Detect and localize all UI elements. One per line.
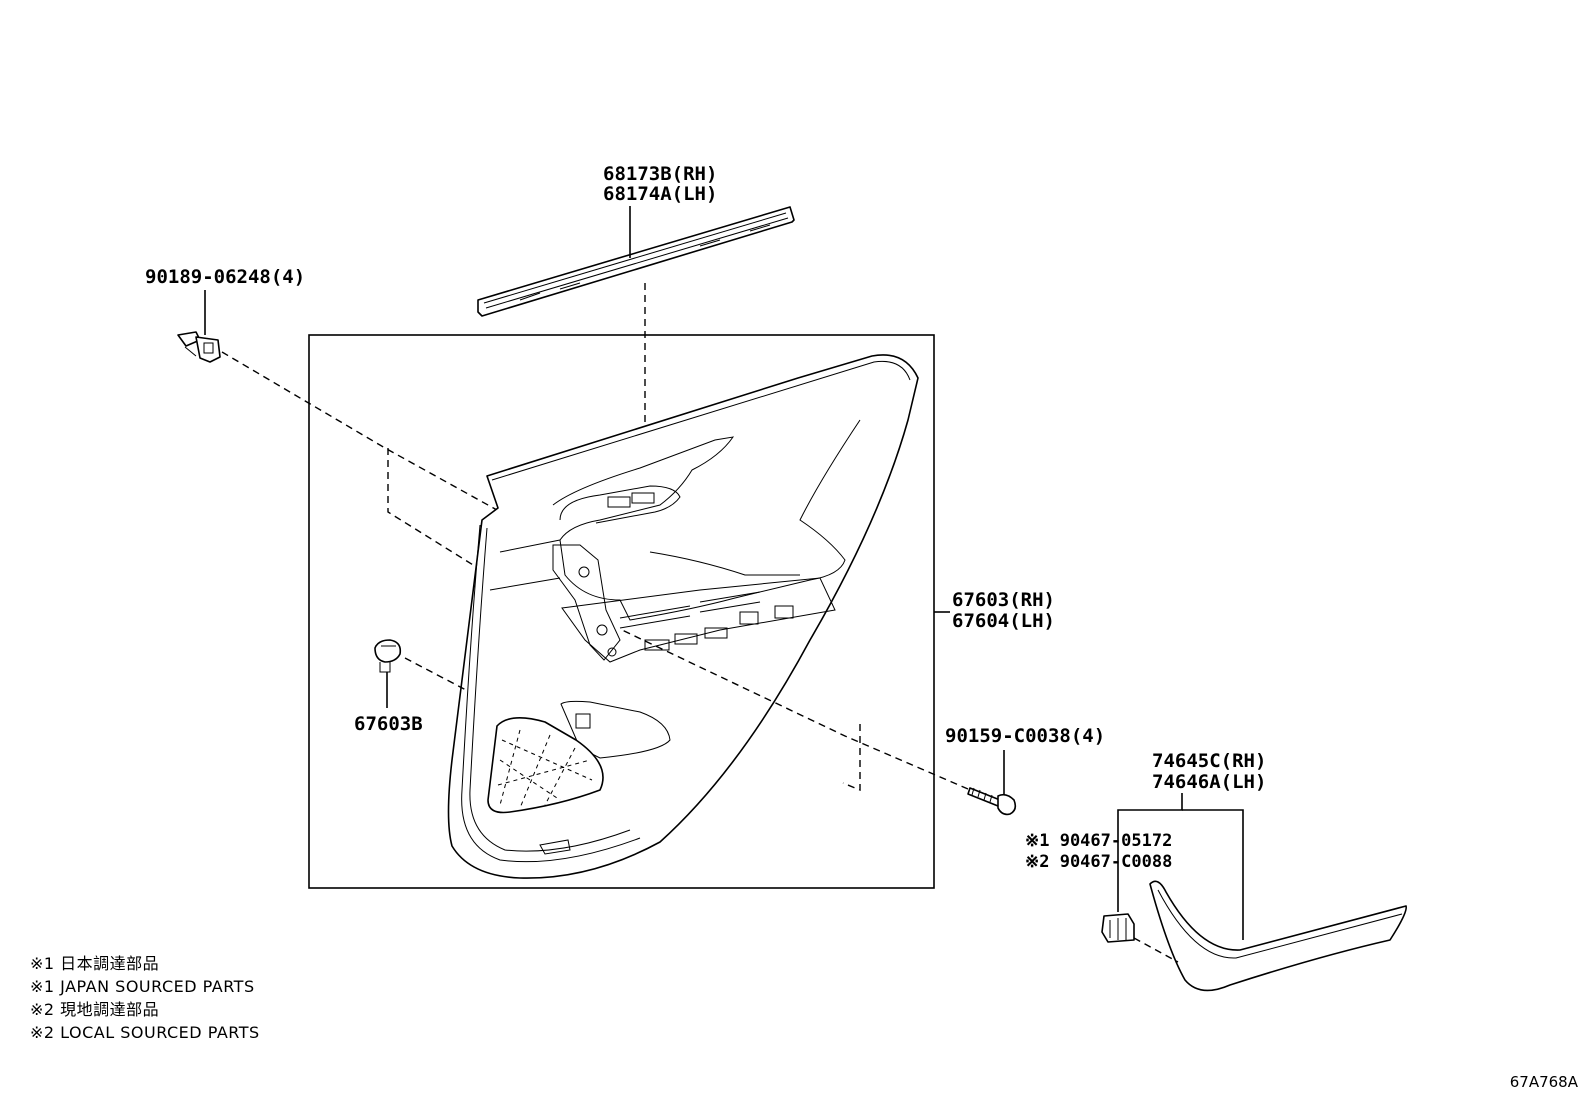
panel-label-lh: 67604(LH) — [952, 610, 1055, 632]
diagram-code: 67A768A — [1509, 1073, 1578, 1091]
clip-side-part — [374, 639, 402, 673]
screw-part — [967, 787, 1017, 816]
weatherstrip-part — [477, 206, 795, 317]
sourcing-notes: ※1 日本調達部品 ※1 JAPAN SOURCED PARTS ※2 現地調達… — [30, 952, 260, 1044]
door-panel-part — [447, 354, 919, 879]
weatherstrip-label-rh: 68173B(RH) — [603, 163, 717, 185]
clip-note-1-label: ※1 90467-05172 — [1025, 831, 1172, 851]
clip-note-2-label: ※2 90467-C0088 — [1025, 852, 1172, 872]
screw-label: 90159-C0038(4) — [945, 725, 1105, 747]
armrest-trim-label-lh: 74646A(LH) — [1152, 771, 1266, 793]
clip-top-part — [177, 331, 221, 363]
panel-label-rh: 67603(RH) — [952, 589, 1055, 611]
weatherstrip-label-lh: 68174A(LH) — [603, 183, 717, 205]
note-line: ※2 現地調達部品 — [30, 1000, 160, 1019]
armrest-trim-part — [1149, 880, 1407, 992]
clip-top-dash-branch — [387, 448, 479, 569]
screw-dash-branch — [842, 724, 861, 792]
screw-dash-line — [621, 629, 969, 790]
note-line: ※1 日本調達部品 — [30, 954, 160, 973]
trim-clip-part — [1101, 913, 1135, 943]
clip-top-label: 90189-06248(4) — [145, 266, 305, 288]
note-line: ※1 JAPAN SOURCED PARTS — [30, 977, 255, 996]
note-line: ※2 LOCAL SOURCED PARTS — [30, 1023, 260, 1042]
armrest-trim-leader-part — [1182, 809, 1244, 940]
clip-side-label: 67603B — [354, 713, 423, 735]
clip-top-dash-line — [221, 351, 498, 511]
clip-side-dash-line — [404, 657, 467, 691]
armrest-trim-leader-clip — [1117, 793, 1183, 912]
armrest-trim-label-rh: 74645C(RH) — [1152, 750, 1266, 772]
trim-clip-dash-line — [1133, 937, 1179, 963]
